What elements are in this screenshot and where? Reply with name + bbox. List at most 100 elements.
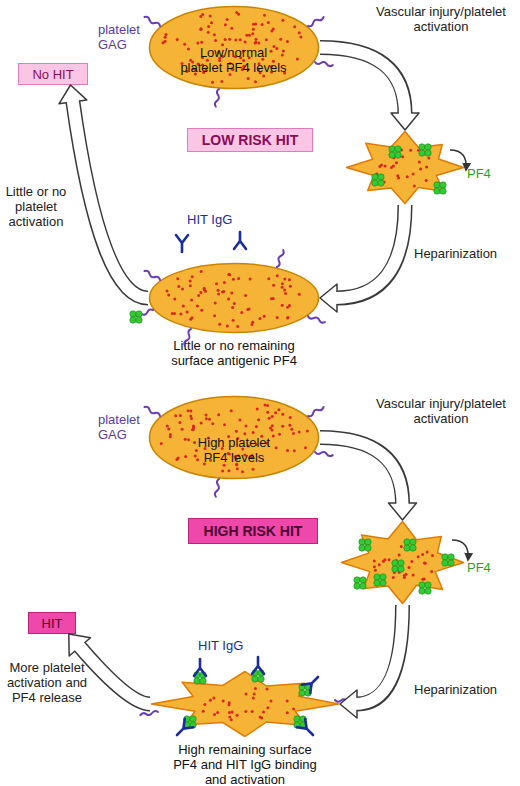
granule-dot: [187, 438, 190, 441]
platelet-body: [150, 397, 319, 479]
granule-dot: [204, 290, 207, 293]
granule-dot: [160, 442, 163, 445]
granule-dot: [373, 565, 376, 568]
granule-dot: [430, 570, 433, 573]
granule-dot: [299, 35, 302, 38]
granule-dot: [177, 285, 180, 288]
granule-dot: [251, 32, 254, 35]
granule-dot: [395, 161, 398, 164]
outcome-box: No HIT: [18, 63, 88, 85]
granule-dot: [375, 173, 378, 176]
granule-dot: [228, 715, 231, 718]
granule-dot: [244, 41, 247, 44]
granule-dot: [228, 38, 231, 41]
granule-dot: [255, 425, 258, 428]
granule-dot: [257, 418, 260, 421]
granule-dot: [412, 574, 415, 577]
granule-dot: [234, 39, 237, 42]
granule-dot: [373, 560, 376, 563]
granule-dot: [382, 560, 385, 563]
granule-dot: [199, 28, 202, 31]
granule-dot: [217, 413, 220, 416]
granule-dot: [203, 703, 206, 706]
granule-dot: [398, 571, 401, 574]
granule-dot: [173, 312, 176, 315]
granule-dot: [270, 50, 273, 53]
edge-label: Heparinization: [414, 682, 514, 697]
granule-dot: [423, 562, 426, 565]
granule-dot: [187, 409, 190, 412]
granule-dot: [286, 40, 289, 43]
gag-chain: [307, 315, 325, 324]
risk-box: HIGH RISK HIT: [188, 518, 318, 544]
cycle-arrow: [320, 205, 405, 312]
granule-dot: [174, 414, 177, 417]
granule-dot: [259, 317, 262, 320]
granule-dot: [421, 578, 424, 581]
granule-dot: [304, 446, 307, 449]
gag-chain: [144, 16, 161, 28]
granule-dot: [306, 430, 309, 433]
arrow-head: [59, 85, 87, 104]
granule-dot: [192, 425, 195, 428]
granule-dot: [209, 699, 212, 702]
granule-dot: [424, 562, 427, 565]
granule-dot: [191, 275, 194, 278]
granule-dot: [279, 38, 282, 41]
granule-dot: [419, 167, 422, 170]
granule-dot: [205, 414, 208, 417]
granule-dot: [268, 417, 271, 420]
granule-dot: [412, 173, 415, 176]
granule-dot: [271, 415, 274, 418]
granule-dot: [281, 286, 284, 289]
outcome-box: HIT: [28, 612, 76, 634]
arrow-body: [355, 605, 403, 704]
granule-dot: [401, 155, 404, 158]
edge-label: More platelet activation and PF4 release: [2, 660, 92, 705]
pf4-tetramer: [130, 311, 142, 323]
granule-dot: [189, 280, 192, 283]
arrow-head: [69, 634, 91, 656]
annotation-label: platelet GAG: [98, 22, 150, 52]
granule-dot: [226, 18, 229, 21]
granule-dot: [214, 301, 217, 304]
granule-dot: [238, 419, 241, 422]
granule-dot: [263, 315, 266, 318]
arrow-head: [340, 690, 357, 718]
node-text: HIGH RISK HIT: [189, 519, 317, 543]
granule-dot: [173, 298, 176, 301]
granule-dot: [395, 559, 398, 562]
annotation-label: platelet GAG: [98, 412, 150, 442]
granule-dot: [181, 288, 184, 291]
granule-dot: [418, 160, 421, 163]
granule-dot: [243, 432, 246, 435]
granule-dot: [298, 431, 301, 434]
granule-dot: [425, 166, 428, 169]
granule-dot: [253, 692, 256, 695]
gag-chain: [307, 406, 324, 418]
granule-dot: [393, 571, 396, 574]
granule-dot: [298, 31, 301, 34]
granule-dot: [374, 569, 377, 572]
granule-dot: [167, 427, 170, 430]
antibody-symbol: [176, 235, 188, 252]
granule-dot: [247, 77, 250, 80]
granule-dot: [383, 180, 386, 183]
granule-dot: [410, 560, 413, 563]
gag-chain: [214, 479, 220, 497]
granule-dot: [183, 43, 186, 46]
granule-dot: [275, 446, 278, 449]
granule-dot: [231, 306, 234, 309]
granule-dot: [184, 438, 187, 441]
activated-platelet: High remaining surface PF4 and HIT IgG b…: [150, 670, 340, 738]
gag-chain: [214, 89, 220, 107]
granule-dot: [200, 41, 203, 44]
gag-chain: [144, 270, 161, 282]
granule-dot: [257, 42, 260, 45]
star-outline: [340, 520, 465, 605]
granule-dot: [283, 288, 286, 291]
granule-dot: [263, 14, 266, 17]
arrow-outline: [320, 438, 403, 504]
granule-dot: [245, 693, 248, 696]
granule-dot: [270, 297, 273, 300]
